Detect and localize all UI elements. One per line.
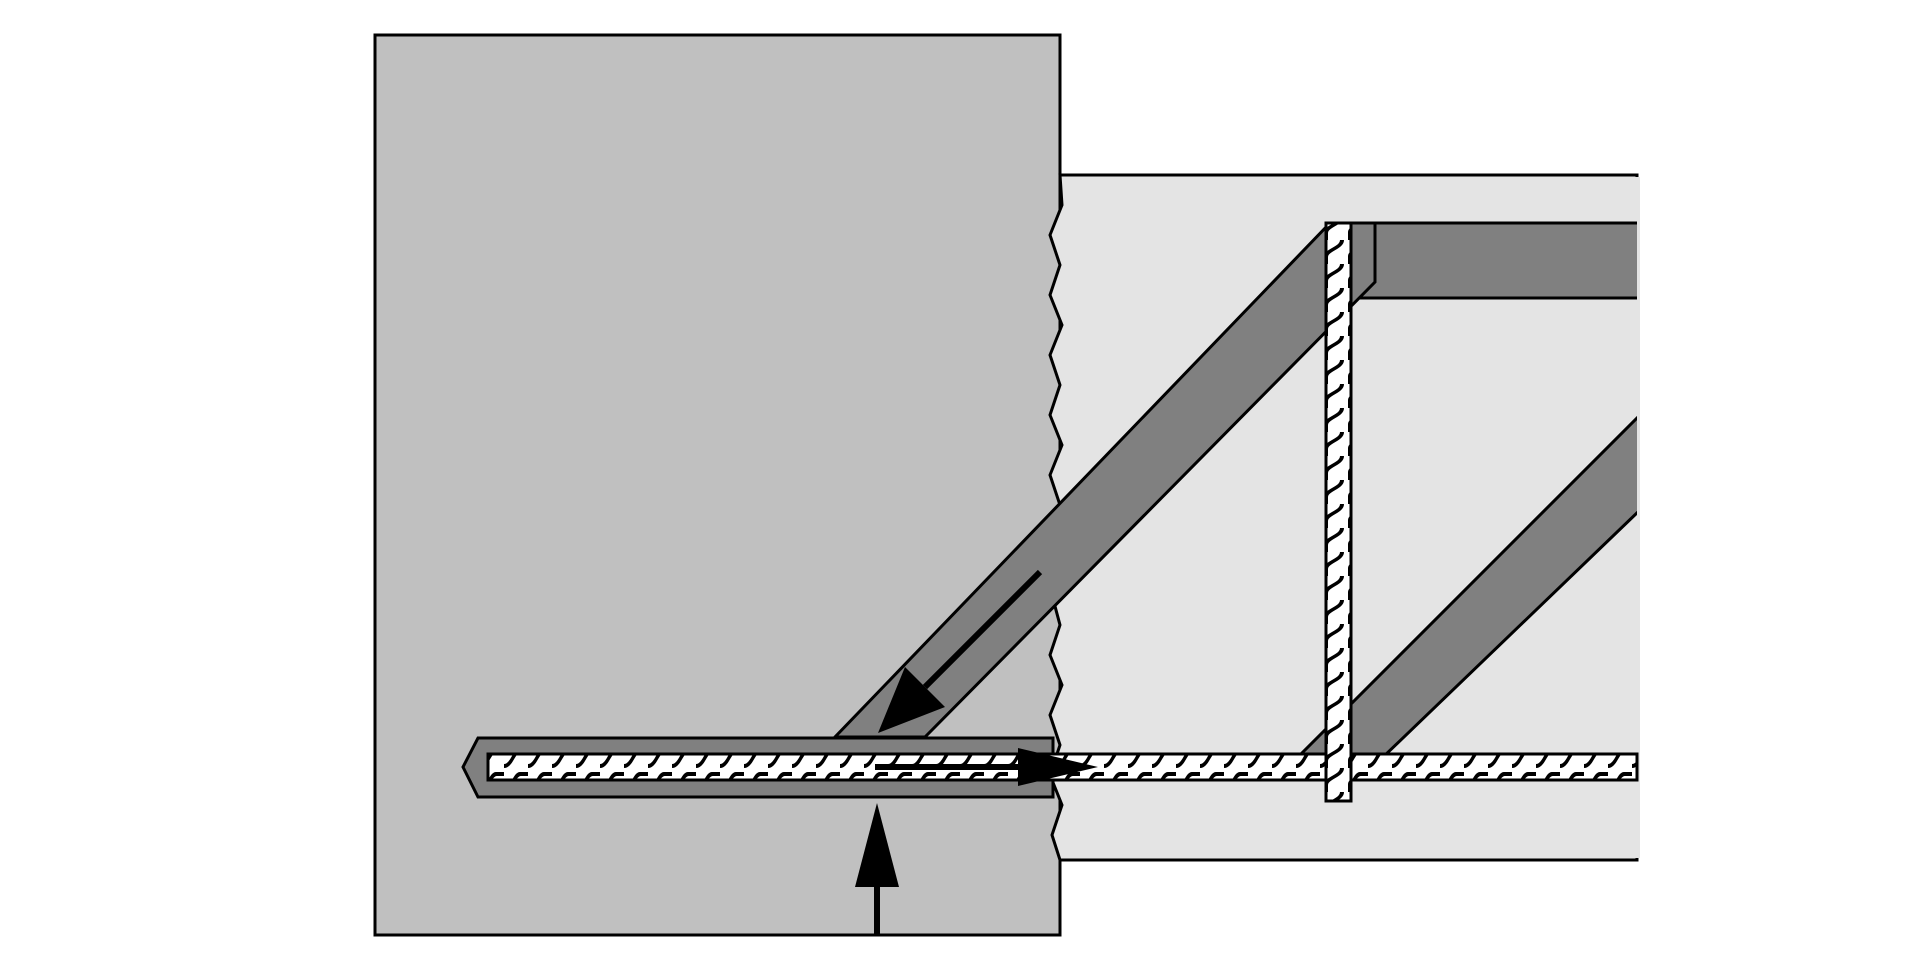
inclined-compression-strut [831, 221, 1377, 739]
rebar-tension-arrow [875, 748, 1098, 786]
support-reaction-arrow [855, 803, 899, 935]
strut-compression-arrow [878, 569, 1043, 733]
vertical-stirrup-rebar [1324, 221, 1353, 803]
column [373, 33, 1062, 937]
